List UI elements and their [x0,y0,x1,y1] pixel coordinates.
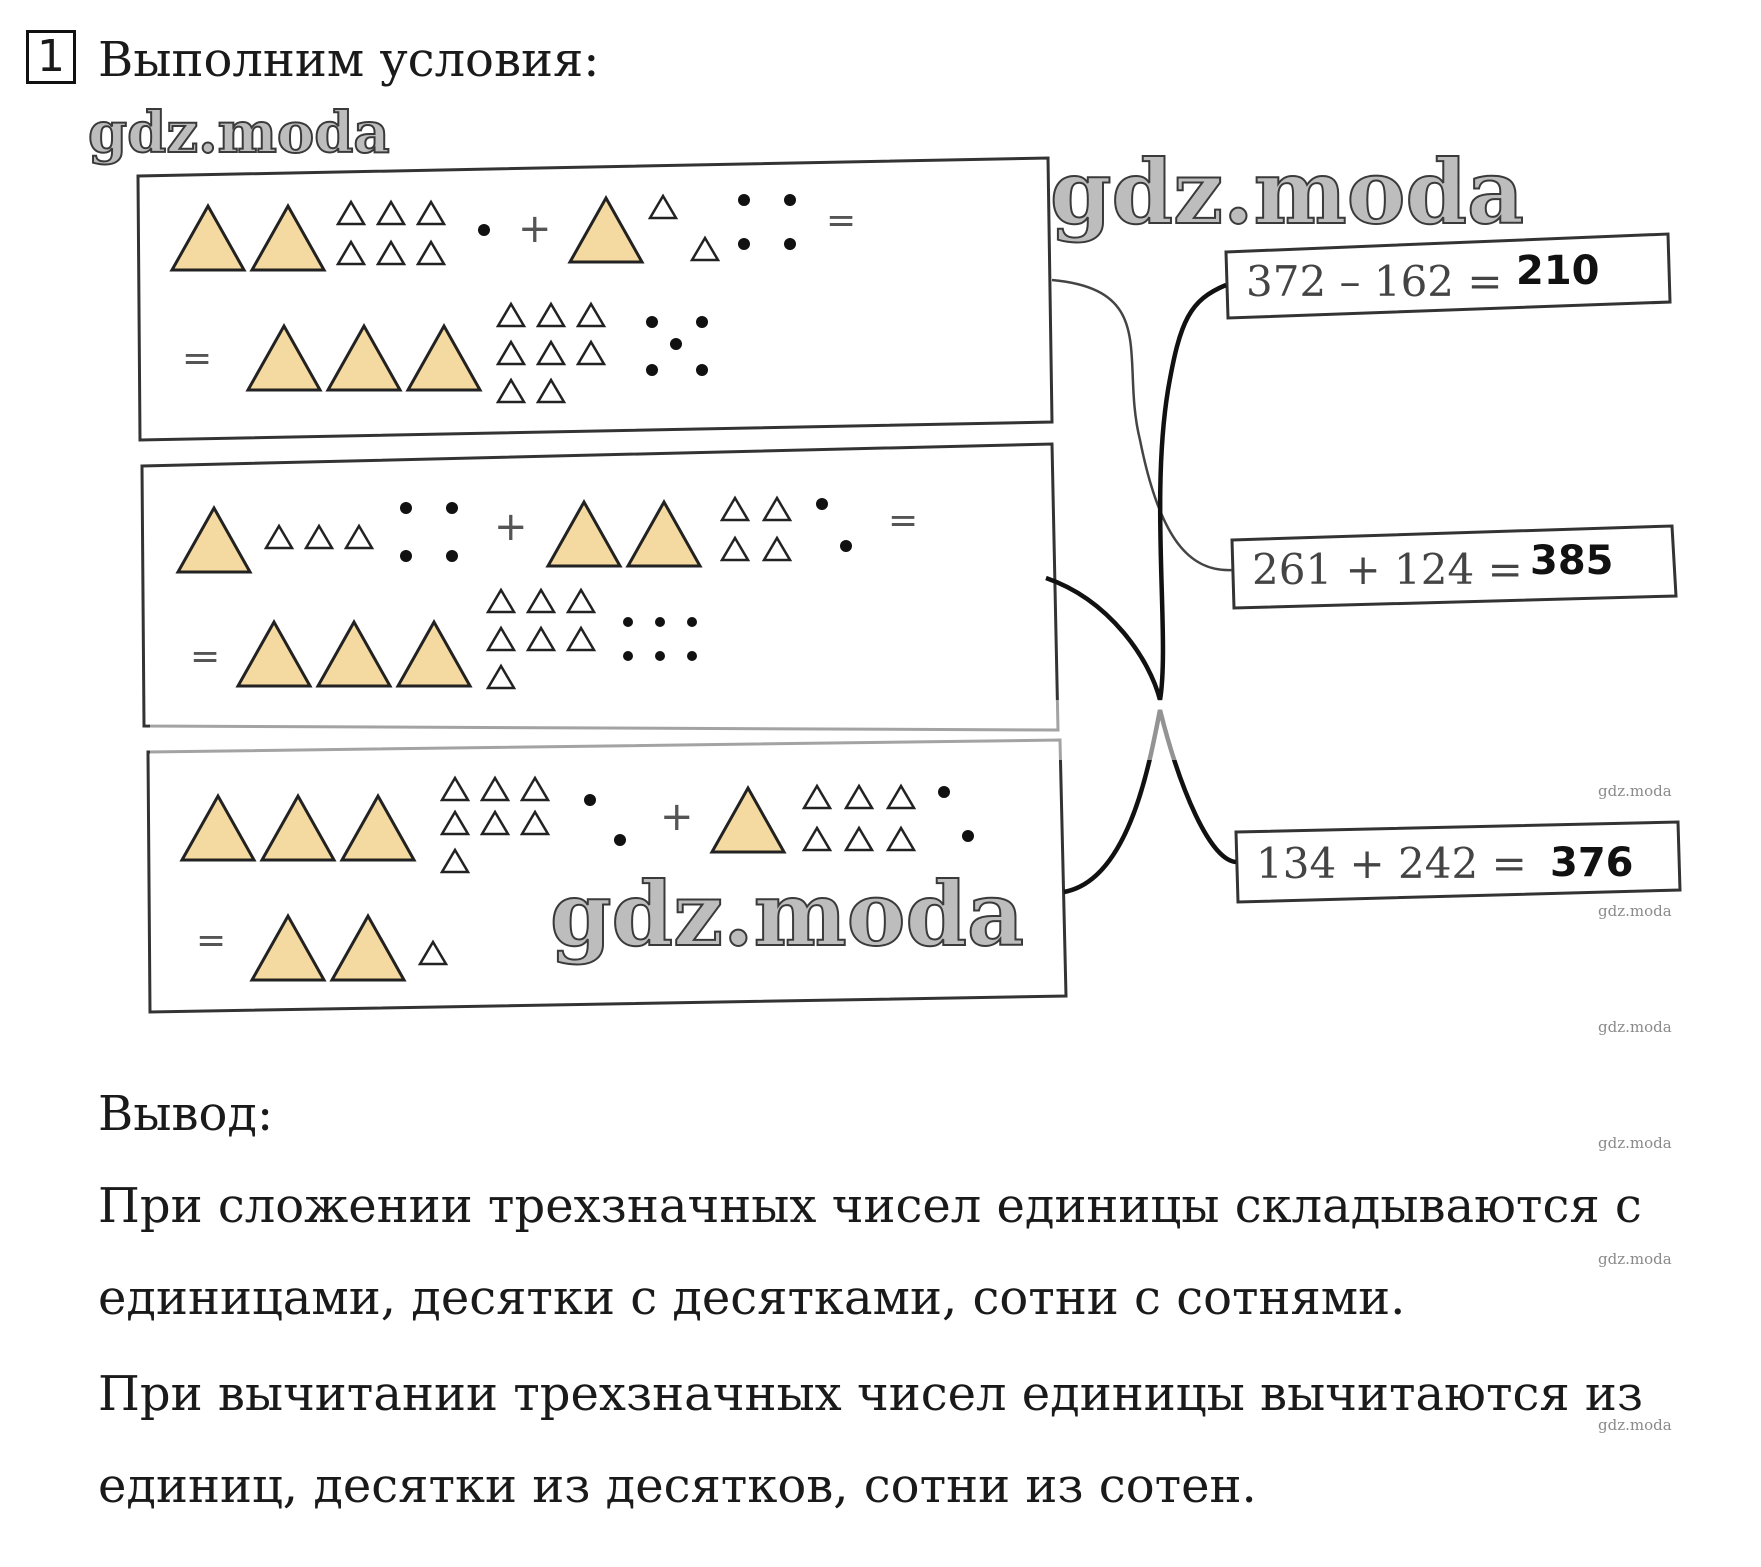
watermark-top-left: gdz.moda [87,99,391,167]
task-heading: Выполним условия: [98,32,600,88]
picture-box-2: + = = [140,442,1060,732]
equation-2-answer: 385 [1530,538,1614,584]
svg-text:=: = [196,920,226,961]
equation-2-expression: 261 + 124 = [1252,545,1523,594]
equation-box-2: 261 + 124 = 385 [1230,524,1678,610]
equation-box-1: 372 – 162 = 210 [1224,232,1672,320]
connector-box2-eq1 [1045,282,1227,701]
watermark-small-6: gdz.moda [1598,1416,1672,1434]
watermark-small-3: gdz.moda [1598,1018,1672,1036]
equation-3-expression: 134 + 242 = [1256,839,1527,888]
svg-text:+: + [660,794,694,840]
conclusion-line-2: единицами, десятки с десятками, сотни с … [98,1270,1406,1326]
conclusion-line-3: При вычитании трехзначных чисел единицы … [98,1366,1644,1422]
watermark-small-5: gdz.moda [1598,1250,1672,1268]
watermark-small-1: gdz.moda [1598,782,1672,800]
equation-box-3: 134 + 242 = 376 [1234,820,1682,904]
picture-box-1: + = = [136,156,1054,442]
svg-text:=: = [182,338,212,379]
watermark-top-right: gdz.moda [1049,139,1525,245]
conclusion-title: Вывод: [98,1086,274,1142]
svg-text:=: = [888,500,918,541]
equation-1-expression: 372 – 162 = [1246,257,1503,306]
watermark-small-4: gdz.moda [1598,1134,1672,1152]
task-number-box: 1 [26,30,76,84]
connector-box1-eq2 [1051,278,1233,572]
svg-text:=: = [826,200,856,241]
svg-text:=: = [190,636,220,677]
equation-3-answer: 376 [1550,840,1634,886]
conclusion-line-1: При сложении трехзначных чисел единицы с… [98,1178,1642,1234]
watermark-middle: gdz.moda [549,861,1025,967]
watermark-small-2: gdz.moda [1598,902,1672,920]
svg-text:+: + [518,206,552,252]
svg-text:+: + [494,504,528,550]
equation-1-answer: 210 [1516,248,1600,294]
conclusion-line-4: единиц, десятки из десятков, сотни из со… [98,1458,1257,1514]
